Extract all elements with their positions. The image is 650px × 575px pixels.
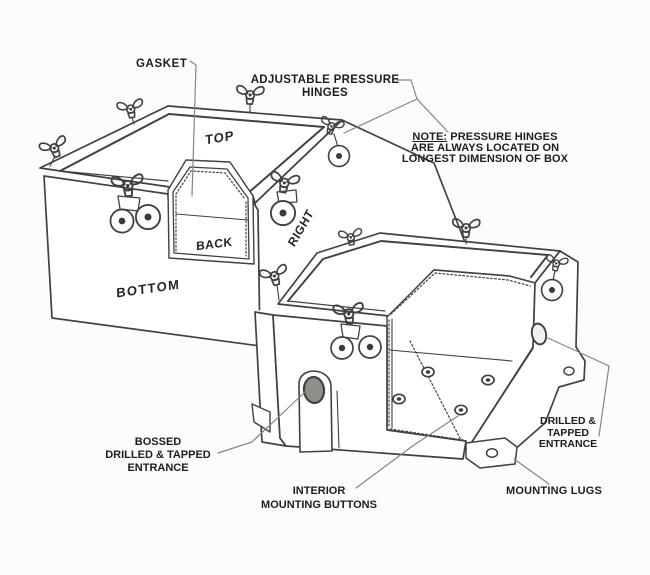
mounting-lugs-label: MOUNTING LUGS xyxy=(506,485,603,497)
box2-gasket-line xyxy=(287,240,549,302)
box2-wingnut-left xyxy=(258,263,291,301)
interior-mounting-buttons-label: INTERIOR MOUNTING BUTTONS xyxy=(248,485,390,512)
note-rest: PRESSURE HINGES xyxy=(447,131,558,143)
note-line3: LONGEST DIMENSION OF BOX xyxy=(401,153,569,165)
box2-mounting-lug xyxy=(465,437,518,469)
interior-buttons-leader-line xyxy=(355,415,459,489)
bossed-entrance-leader-line xyxy=(217,391,306,454)
hinges-label-line1: ADJUSTABLE PRESSURE xyxy=(250,74,400,86)
drilled-label-line2: TAPPED xyxy=(547,426,589,439)
interior-label-line1: INTERIOR xyxy=(292,485,346,497)
drilled-entrance-leader-line xyxy=(547,337,610,437)
box2-bossed-entrance xyxy=(298,370,340,453)
box1-hinge-front-left xyxy=(109,172,162,234)
box2-drawing xyxy=(251,217,586,469)
drilled-label-line3: ENTRANCE xyxy=(538,438,598,450)
bossed-entrance-label: BOSSED DRILLED & TAPPED ENTRANCE xyxy=(94,436,222,475)
adjustable-pressure-hinges-label: ADJUSTABLE PRESSURE HINGES xyxy=(250,74,400,99)
note-prefix: NOTE: xyxy=(412,131,448,143)
hinges-leader-line xyxy=(343,79,449,134)
note-line2: ARE ALWAYS LOCATED ON xyxy=(410,142,560,154)
drilled-entrance-hole xyxy=(530,322,548,346)
box1-wingnut-topleft xyxy=(115,97,146,125)
box2-cut-stipple xyxy=(388,272,532,447)
box2-wingnut-top xyxy=(451,217,481,245)
box1-wingnut-top xyxy=(235,84,265,113)
box2-right-face xyxy=(467,250,586,452)
leader-lines xyxy=(189,60,610,489)
bossed-entrance-hole xyxy=(302,375,326,405)
box1-gasket-line xyxy=(59,113,325,195)
box1-wingnut-left xyxy=(37,134,71,167)
note-line1: NOTE: PRESSURE HINGES xyxy=(396,132,574,143)
box2-front-lug xyxy=(251,403,271,433)
box2-hinge-front-left xyxy=(330,301,382,360)
box2-interior-seam xyxy=(388,349,513,362)
drilled-tapped-entrance-label: DRILLED & TAPPED ENTRANCE xyxy=(526,415,610,451)
drilled-label-line1: DRILLED & xyxy=(540,415,596,427)
pressure-hinge-note: NOTE: PRESSURE HINGES ARE ALWAYS LOCATED… xyxy=(396,132,574,165)
interior-label-line2: MOUNTING BUTTONS xyxy=(261,498,377,511)
bossed-label-line3: ENTRANCE xyxy=(127,462,189,474)
right-lug-hole xyxy=(563,366,575,376)
bossed-label-line1: BOSSED xyxy=(134,436,182,448)
mounting-lugs-leader-line xyxy=(513,458,550,485)
hinges-label-line2: HINGES xyxy=(302,86,348,99)
gasket-leader-line xyxy=(189,60,197,197)
box1-hinge-right-corner xyxy=(317,115,351,168)
box1-hinge-front-right xyxy=(267,170,301,227)
box2-hinge-right-corner xyxy=(540,253,570,302)
box1-back-gasket-stipple xyxy=(175,170,247,257)
bossed-label-line2: DRILLED & TAPPED xyxy=(105,449,211,461)
gasket-label: GASKET xyxy=(136,58,188,70)
box1-back-seam xyxy=(175,213,249,221)
